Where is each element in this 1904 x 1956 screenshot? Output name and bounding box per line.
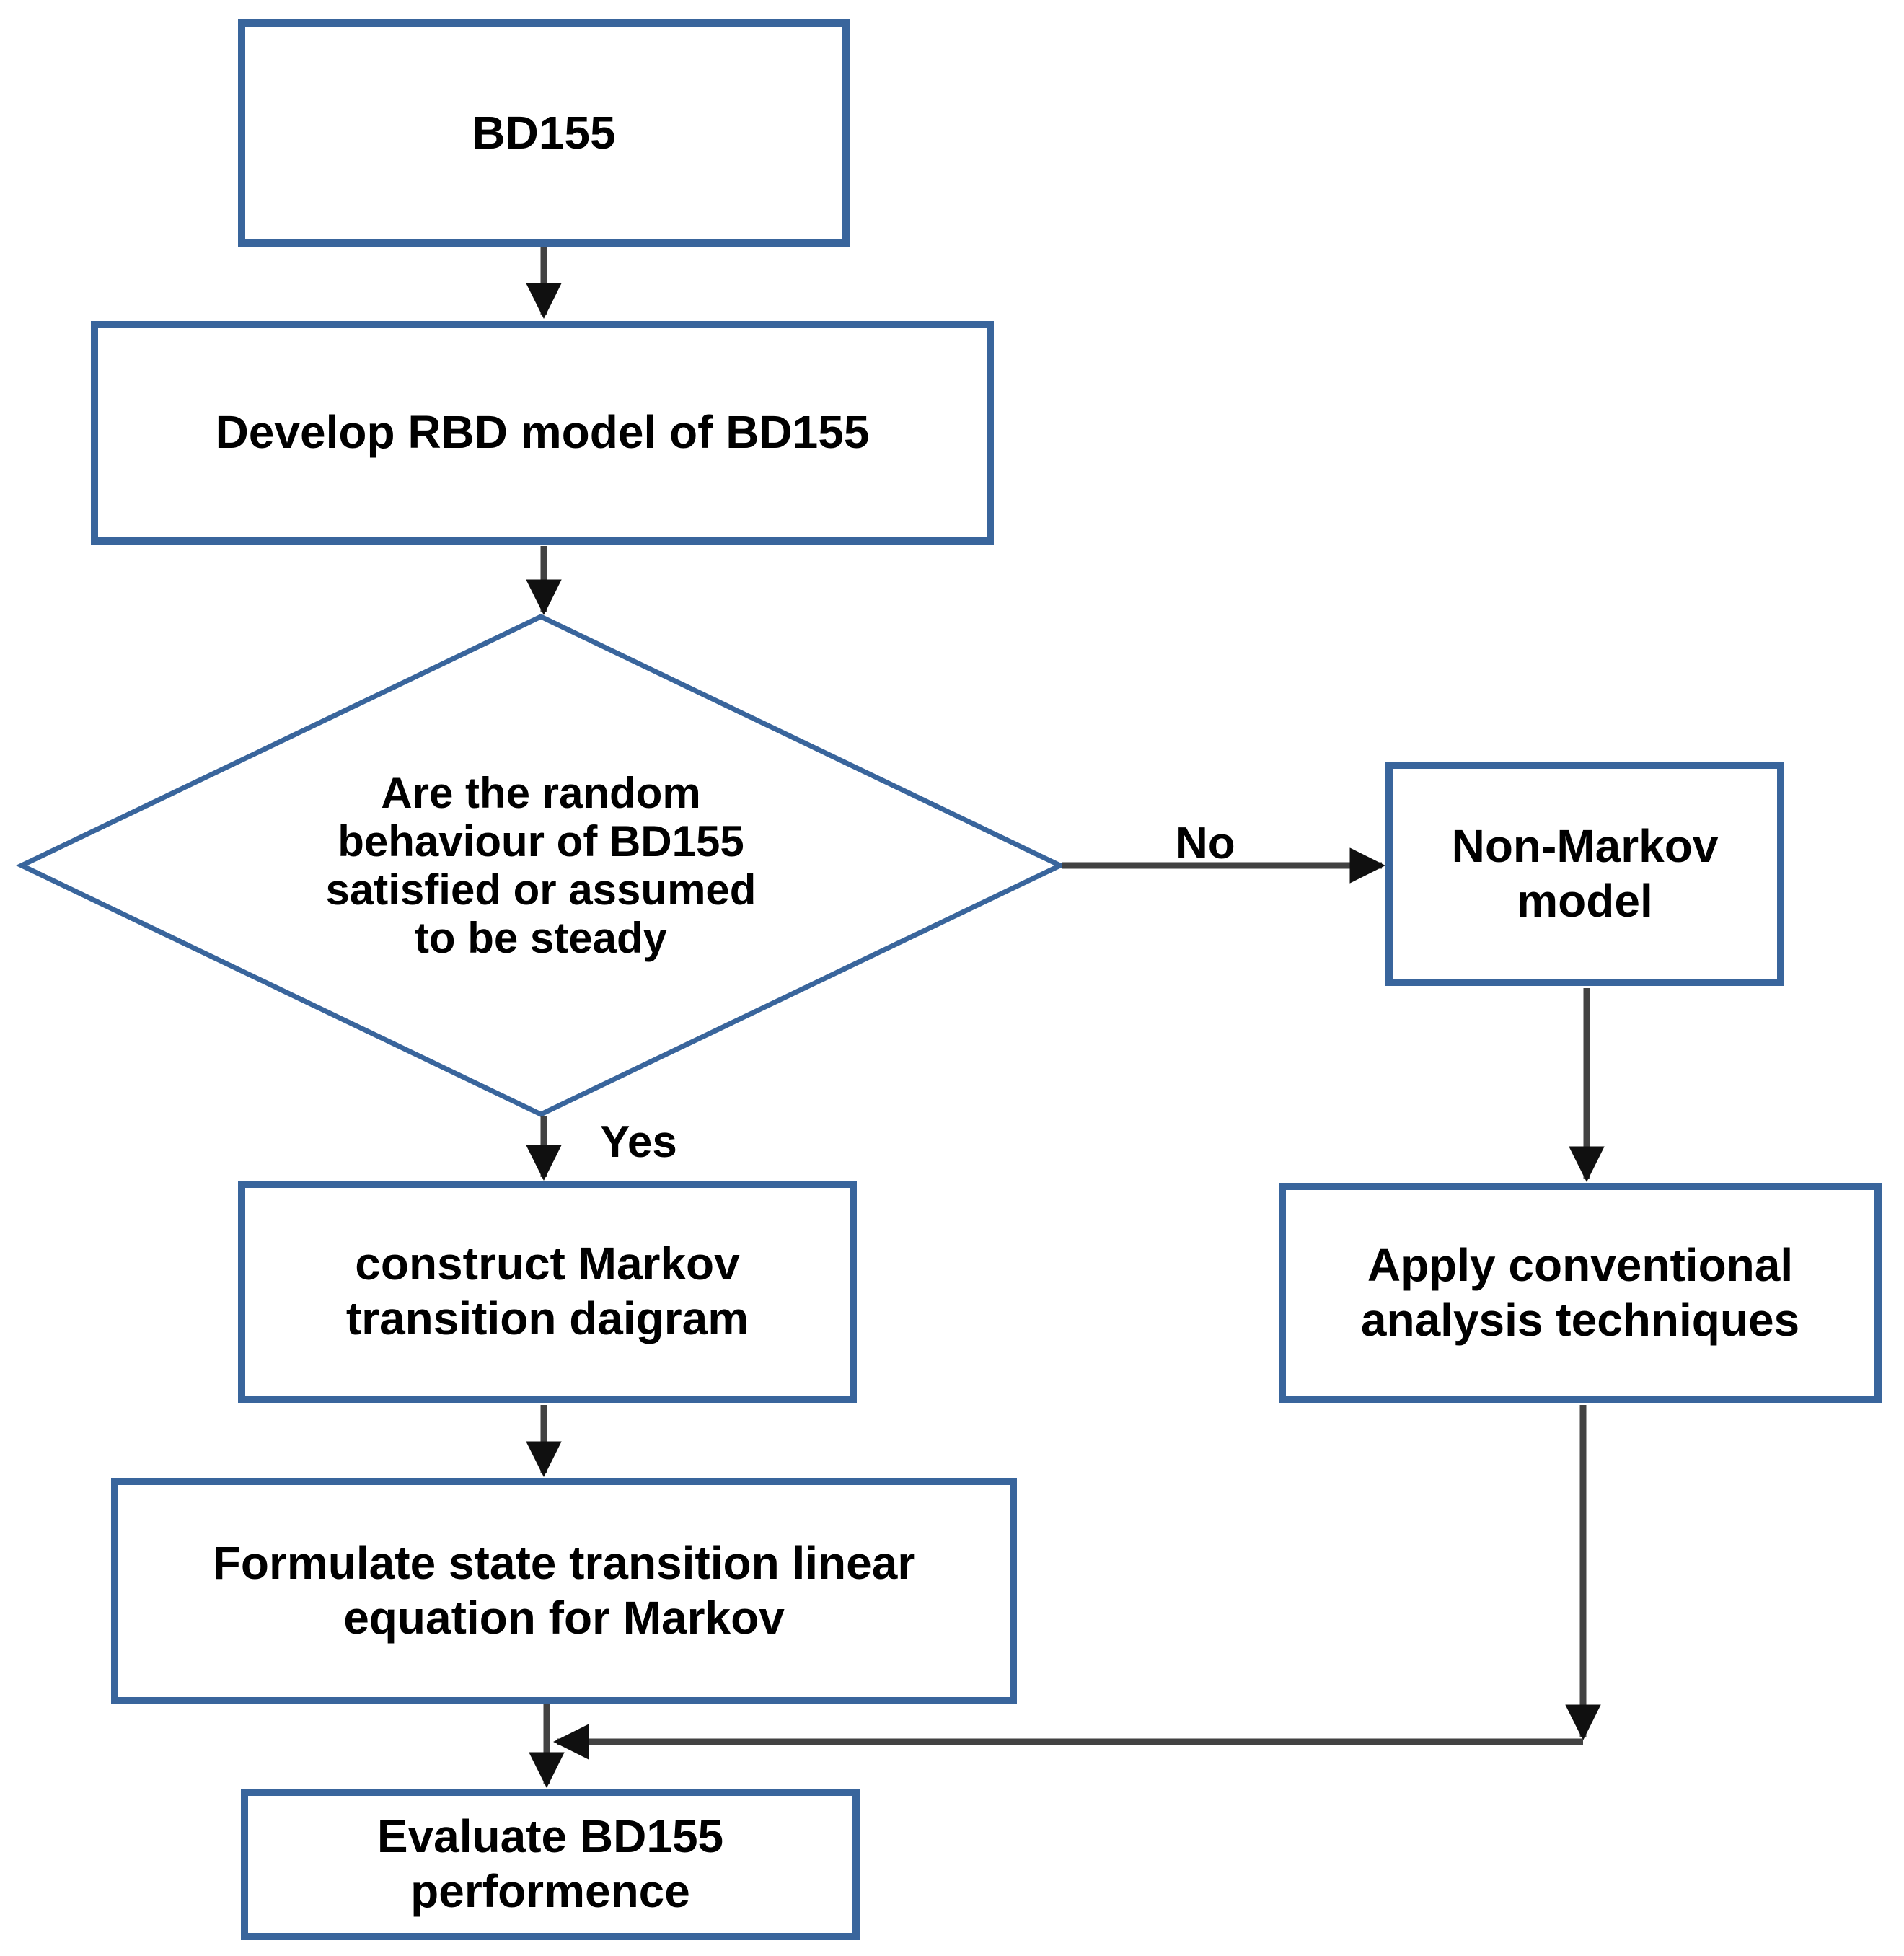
decision-label: Are the random behaviour of BD155 satisf… — [325, 768, 757, 963]
node-bd155: BD155 — [238, 19, 850, 247]
node-evaluate-performance: Evaluate BD155 performence — [241, 1789, 860, 1940]
decision-diamond-shape — [15, 614, 1067, 1117]
edge-label-yes: Yes — [600, 1117, 677, 1167]
node-non-markov: Non-Markov model — [1385, 762, 1784, 986]
node-formulate-equation: Formulate state transition linear equati… — [111, 1478, 1017, 1704]
node-construct-markov: construct Markov transition daigram — [238, 1181, 857, 1403]
node-develop-rbd: Develop RBD model of BD155 — [91, 321, 994, 545]
edge-label-no: No — [1176, 819, 1235, 868]
node-apply-conventional: Apply conventional analysis techniques — [1279, 1183, 1882, 1403]
